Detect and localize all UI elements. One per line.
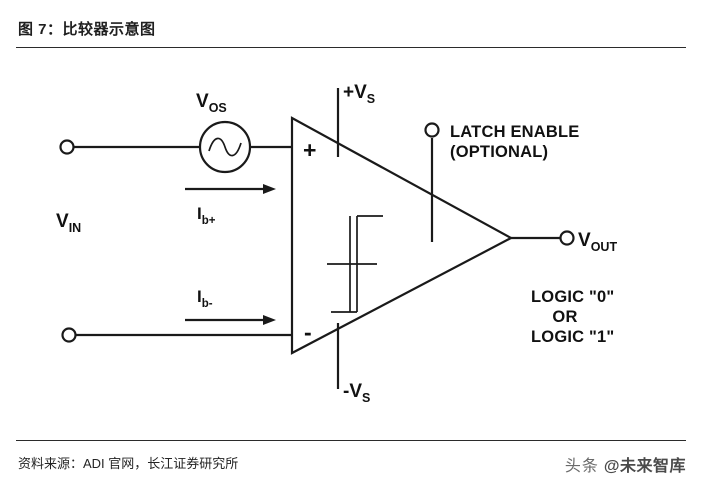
vin-minus-terminal-icon	[61, 327, 77, 343]
vin-label: VIN	[56, 211, 81, 235]
latch-enable-terminal-icon	[424, 122, 440, 138]
vout-label: VOUT	[578, 230, 617, 254]
ib-minus-label: Ib-	[197, 287, 213, 310]
logic-label-line3: LOGIC "1"	[531, 328, 614, 346]
vs-negative-label: -VS	[343, 381, 370, 405]
ib-plus-current-arrow-icon	[185, 184, 276, 194]
latch-enable-label-line2: (OPTIONAL)	[450, 143, 548, 161]
input-plus-sign: +	[303, 137, 316, 163]
source-divider	[16, 440, 686, 441]
vout-terminal-icon	[559, 230, 575, 246]
comparator-schematic-diagram: VOS + - VIN Ib+ Ib-	[0, 52, 702, 437]
latch-enable-pin	[424, 122, 440, 242]
ib-minus-current-arrow-icon	[185, 315, 276, 325]
logic-label-line2: OR	[552, 308, 577, 326]
logic-label-line1: LOGIC "0"	[531, 288, 614, 306]
vos-label: VOS	[196, 91, 227, 115]
watermark-platform: 头条	[564, 458, 599, 475]
title-divider	[16, 47, 686, 48]
ib-plus-label: Ib+	[197, 204, 216, 227]
input-minus-sign: -	[304, 319, 312, 345]
vin-plus-terminal-icon	[59, 139, 75, 155]
watermark-account: @未来智库	[603, 458, 686, 475]
inverting-input-branch	[61, 327, 292, 343]
source-note: 资料来源：ADI 官网，长江证券研究所	[18, 456, 239, 471]
watermark: 头条 @未来智库	[565, 452, 686, 476]
noninverting-input-branch	[59, 139, 292, 155]
vos-source-symbol	[198, 120, 252, 174]
hysteresis-symbol-icon	[327, 215, 383, 313]
page-title: 图 7：比较器示意图	[18, 21, 156, 38]
latch-enable-label-line1: LATCH ENABLE	[450, 123, 580, 141]
vs-positive-label: +VS	[343, 82, 375, 106]
comparator-triangle	[290, 116, 514, 355]
output-branch	[511, 230, 575, 246]
